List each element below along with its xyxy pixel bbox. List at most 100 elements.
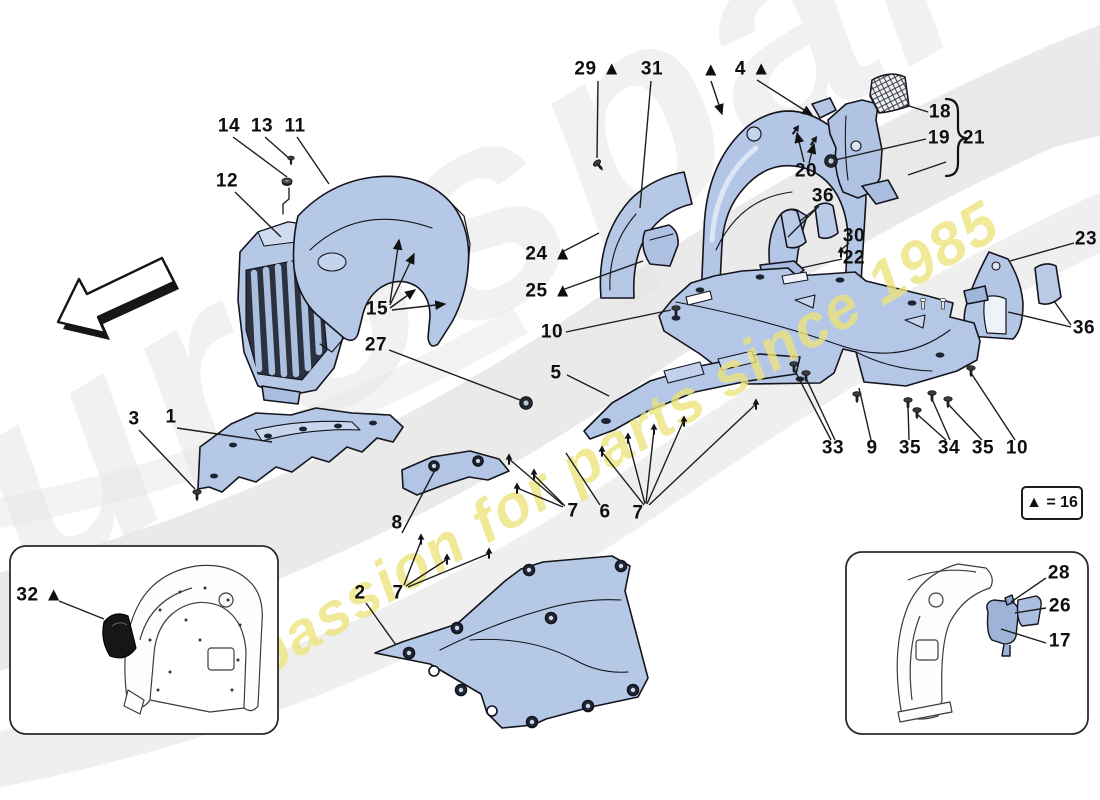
leader-line	[516, 487, 564, 508]
leader-line	[841, 242, 850, 250]
fastener-grommet-icon	[519, 396, 533, 410]
callout-7: 7	[392, 582, 404, 604]
group-brace-21	[944, 97, 968, 178]
callout-11: 11	[284, 115, 306, 137]
leader-line	[1010, 577, 1047, 603]
callout-36: 36	[811, 185, 835, 207]
callout-22: 22	[842, 247, 866, 269]
callout-24: 24 ▲	[525, 243, 573, 265]
leader-line	[794, 131, 805, 163]
part-2-central-undertray-panel	[374, 555, 649, 729]
leader-line	[806, 142, 817, 164]
leader-line	[296, 136, 330, 185]
leader-line	[533, 474, 566, 507]
leader-line	[710, 80, 724, 116]
leader-line	[1053, 300, 1072, 326]
part-25-small-cover	[642, 224, 679, 267]
callout-9: 9	[866, 437, 878, 459]
callout-25: 25 ▲	[525, 280, 573, 302]
callout-29: 29 ▲	[574, 58, 622, 80]
leader-line	[645, 429, 655, 504]
leader-line	[931, 398, 951, 441]
legend-box: ▲ = 16	[1021, 486, 1083, 520]
legend-text: ▲ = 16	[1026, 494, 1078, 511]
leader-line	[389, 289, 417, 309]
leader-line	[834, 138, 927, 161]
callout-20: 20	[794, 160, 818, 182]
direction-arrow-icon	[56, 256, 179, 340]
leader-line	[405, 559, 447, 587]
leader-line	[565, 309, 672, 333]
leader-line	[648, 404, 756, 506]
callout-5: 5	[550, 362, 562, 384]
callout-35: 35	[898, 437, 922, 459]
callout-18: 18	[928, 101, 952, 123]
callout-10: 10	[540, 321, 564, 343]
inset-boxes	[9, 545, 1089, 735]
callout-23: 23	[1074, 228, 1098, 250]
leader-line	[561, 260, 644, 291]
leader-line	[627, 438, 646, 505]
part-32-gasket	[102, 613, 137, 659]
callout-14: 14	[217, 115, 241, 137]
part-11-front-wheelhouse-outer	[282, 175, 471, 353]
leader-line	[1000, 628, 1047, 644]
leader-line	[970, 372, 1016, 441]
leader-line	[407, 553, 489, 588]
callout-7: 7	[567, 500, 579, 522]
leader-line	[905, 104, 929, 113]
leader-line	[388, 349, 521, 401]
callout-4: 4 ▲	[734, 58, 772, 80]
callout-30: 30	[842, 225, 866, 247]
fastener-grommet-icon	[824, 154, 838, 168]
callout-15: 15	[365, 298, 389, 320]
leader-line	[639, 80, 652, 209]
leader-line	[176, 427, 273, 443]
part-1-front-undertray-panel	[197, 407, 404, 493]
callout-1: 1	[165, 406, 177, 428]
callout-27: 27	[364, 334, 388, 356]
callout-: ▲	[701, 59, 721, 81]
leader-line	[1007, 311, 1072, 328]
callout-31: 31	[640, 58, 664, 80]
callout-26: 26	[1048, 595, 1072, 617]
part-17-clip	[986, 599, 1020, 645]
leader-line	[389, 238, 403, 304]
leader-line	[805, 377, 836, 441]
leader-line	[365, 602, 397, 646]
part-8-small-bracket	[401, 450, 510, 496]
leader-lines	[58, 79, 1075, 646]
callout-33: 33	[821, 437, 845, 459]
fastener-screw-icon	[927, 390, 937, 403]
leader-line	[646, 421, 684, 505]
callout-28: 28	[1047, 562, 1071, 584]
leader-line	[947, 403, 983, 441]
parts-group	[56, 73, 1062, 729]
inset-box-front-wheelhouse	[9, 545, 279, 735]
part-36-wedge-right	[1034, 263, 1062, 305]
leader-line	[1014, 607, 1047, 614]
leader-line	[403, 540, 422, 586]
part-23-rear-closing-panel	[963, 251, 1024, 340]
callout-12: 12	[215, 170, 239, 192]
callout-10: 10	[1005, 437, 1029, 459]
leader-line	[793, 368, 832, 441]
part-4-rear-quarter-panel	[811, 97, 899, 205]
fastener-screw-icon	[966, 365, 976, 378]
callout-19: 19	[927, 127, 951, 149]
callout-32: 32 ▲	[16, 584, 64, 606]
leader-line	[907, 405, 910, 441]
leader-line	[508, 458, 564, 506]
callout-7: 7	[632, 502, 644, 524]
leader-line	[389, 252, 415, 306]
leader-line	[907, 161, 947, 176]
callout-2: 2	[354, 582, 366, 604]
leader-line	[138, 429, 196, 490]
leader-line	[561, 232, 600, 253]
leader-line	[232, 136, 288, 178]
callout-17: 17	[1048, 630, 1072, 652]
callout-13: 13	[250, 115, 274, 137]
leader-line	[800, 258, 843, 269]
